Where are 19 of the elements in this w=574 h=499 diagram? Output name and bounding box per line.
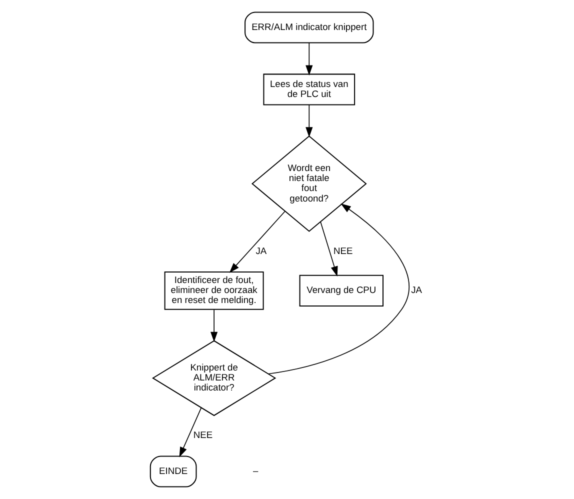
edge-label: NEE [192,430,212,440]
node-box: Vervang de CPU [298,274,384,306]
node-box: ERR/ALM indicator knippert [244,12,374,44]
edge-label: JA [255,246,266,256]
node-box: EINDE [149,456,196,488]
label: – [252,466,258,476]
node-box: Identificeer de fout, elimineer de oorzaak en reset de melding. [164,271,264,310]
arrow [178,407,202,458]
arrow [320,222,338,277]
arrow [267,203,409,374]
arrow [228,210,285,273]
node-diamond: Wordt een niet fatale fout getoond? [250,136,366,232]
arrow [305,104,312,138]
edge-label: JA [410,285,422,296]
node-diamond: Knippert de ALM/ERR indicator? [151,340,276,416]
arrow [305,42,312,76]
arrow [210,309,218,342]
node-box: Lees de status van de PLC uit [262,74,355,106]
edge-label: NEE [333,246,352,256]
